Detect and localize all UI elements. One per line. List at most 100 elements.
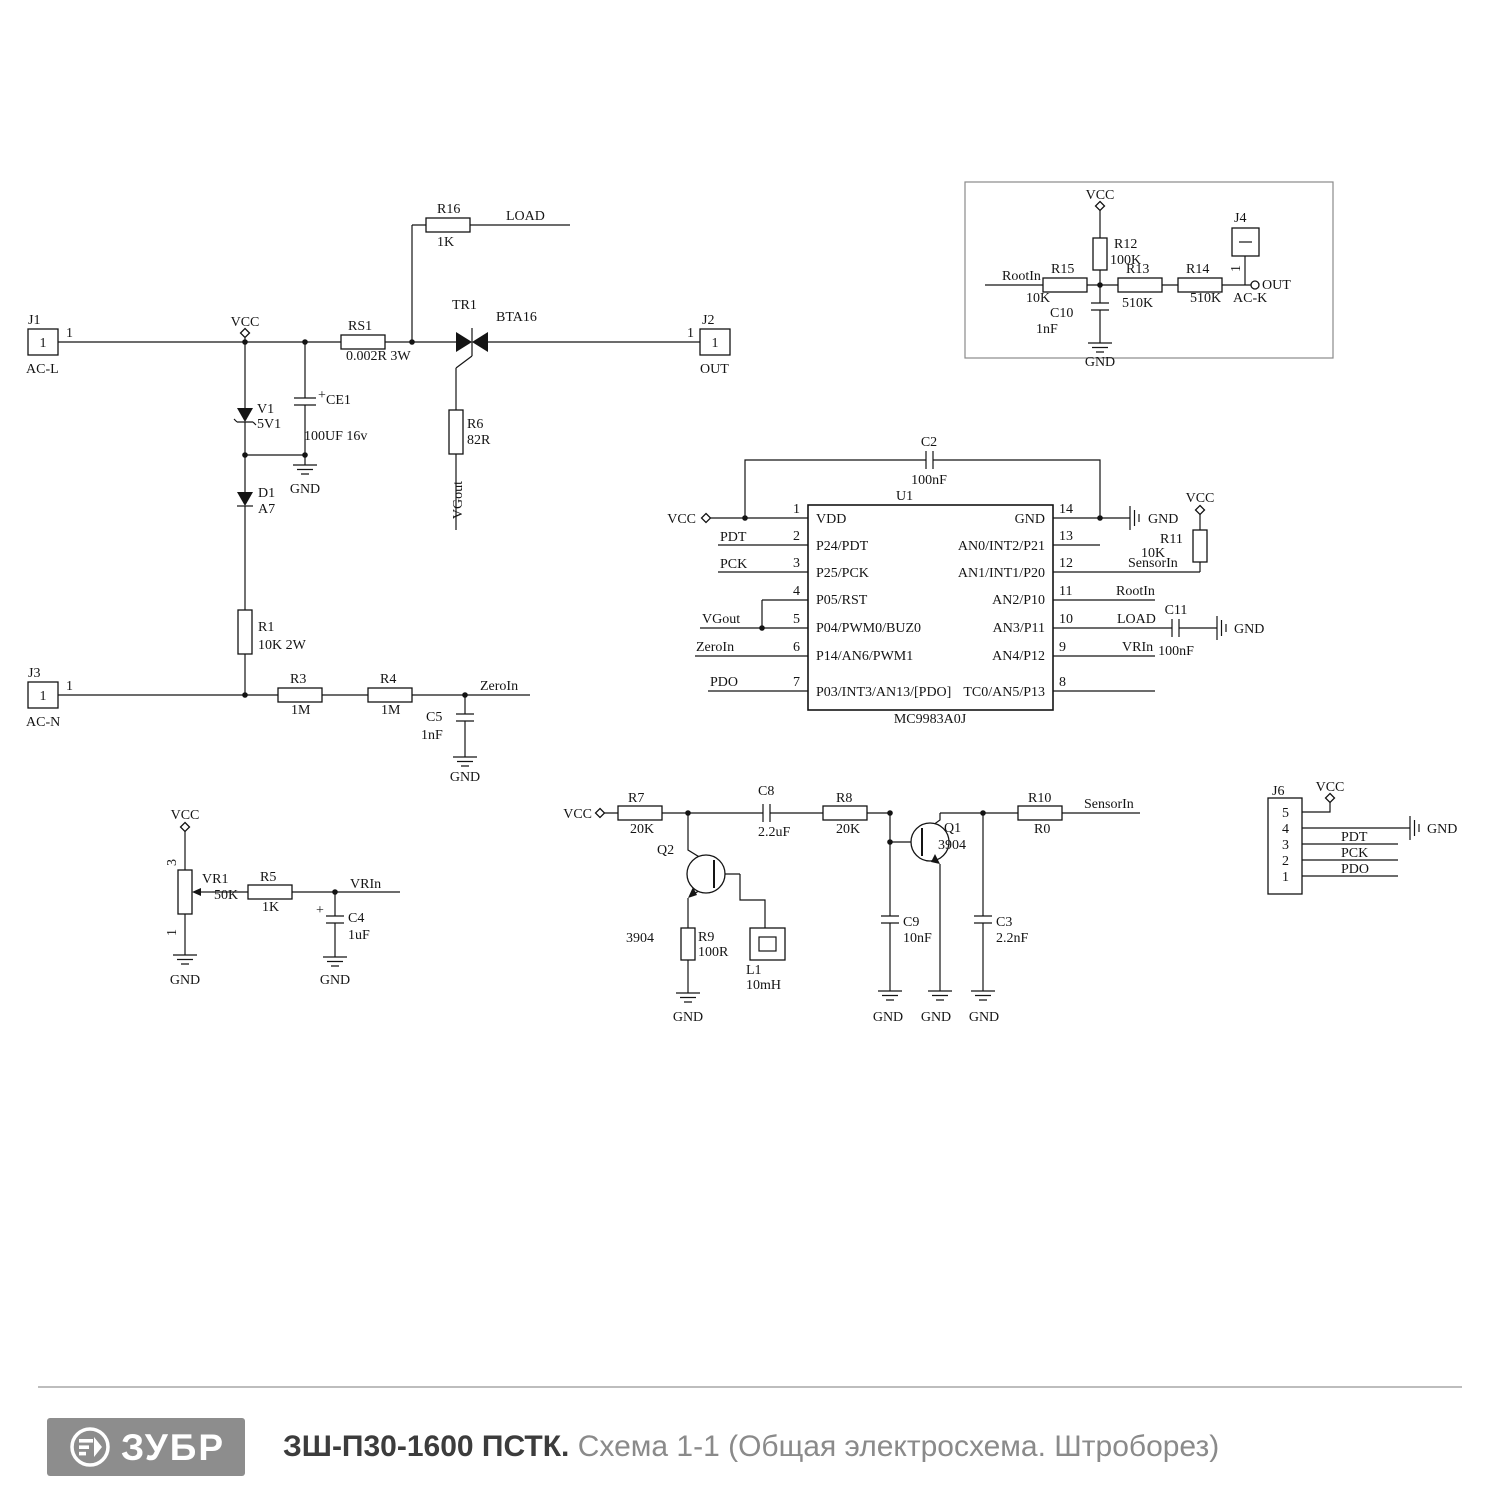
- gnd-symbol: [452, 751, 478, 767]
- section-frame: [964, 181, 1334, 359]
- net-label-sensorin: SensorIn: [1084, 797, 1134, 812]
- zener-v1: V1 5V1: [233, 402, 281, 432]
- u1-num-right-6: 8: [1059, 675, 1066, 690]
- u1-num-left-4: 5: [793, 612, 800, 627]
- capacitor-c3: C3 2.2nF: [974, 915, 1029, 946]
- resistor-r4: R4 1M: [367, 672, 413, 718]
- gnd-label: GND: [1427, 822, 1457, 837]
- gnd-symbol: [1404, 815, 1420, 841]
- junction-dot: [302, 339, 308, 345]
- c5-val: 1nF: [421, 728, 443, 743]
- d1-val: A7: [258, 502, 275, 517]
- capacitor-c11: C11 100nF: [1158, 603, 1194, 659]
- vr1-ref: VR1: [202, 872, 228, 887]
- l1-val: 10mH: [746, 978, 781, 993]
- tr1-val: BTA16: [496, 310, 537, 325]
- resistor-r9: R9 100R: [680, 927, 729, 961]
- gnd-label: GND: [673, 1010, 703, 1025]
- r15-val: 10K: [1026, 291, 1050, 306]
- net-label-vrin: VRIn: [1122, 640, 1153, 655]
- ce1-val: 100UF 16v: [304, 429, 367, 444]
- resistor-r3: R3 1M: [277, 672, 323, 718]
- u1-num-right-4: 10: [1059, 612, 1073, 627]
- j2-inner-pin: 1: [712, 336, 719, 351]
- j6-section: J6 5 4 3 2 1 VCC GND PDT PCK PDO: [1267, 780, 1457, 895]
- j1-inner-pin: 1: [40, 336, 47, 351]
- net-label-rootin: RootIn: [1002, 269, 1041, 284]
- junction-dot: [1097, 515, 1103, 521]
- junction-dot: [332, 889, 338, 895]
- junction-dot: [242, 692, 248, 698]
- net-label-pck: PCK: [1341, 846, 1368, 861]
- c3-ref: C3: [996, 915, 1012, 930]
- j6-ref: J6: [1272, 784, 1284, 799]
- q1-val: 3904: [938, 838, 966, 853]
- v1-val: 5V1: [257, 417, 281, 432]
- diode-d1: D1 A7: [237, 486, 275, 517]
- gnd-symbol: [1211, 615, 1227, 641]
- junction-dot: [887, 839, 893, 845]
- wires-vr: [184, 831, 400, 952]
- u1-pin-right-1: AN0/INT2/P21: [958, 539, 1045, 554]
- u1-num-left-1: 2: [793, 529, 800, 544]
- u1-num-right-0: 14: [1059, 502, 1073, 517]
- junction-dot: [980, 810, 986, 816]
- j6-pin-3: 3: [1282, 838, 1289, 853]
- u1-pin-right-0: GND: [1015, 512, 1045, 527]
- r9-ref: R9: [698, 930, 714, 945]
- net-label-ack: AC-K: [1233, 291, 1267, 306]
- resistor-r7: R7 20K: [617, 791, 663, 837]
- j2-ref: J2: [702, 313, 714, 328]
- gnd-symbol: [877, 985, 903, 1001]
- r5-ref: R5: [260, 870, 276, 885]
- transistor-q2: Q2 3904: [626, 843, 726, 946]
- r11-val: 10K: [1141, 546, 1165, 561]
- footer-divider: [38, 1386, 1462, 1388]
- connector-j3: 1 J3 AC-N 1: [26, 666, 73, 730]
- net-label-vgout-vertical: VGout: [451, 481, 466, 519]
- gnd-symbol: [1124, 505, 1140, 531]
- r8-ref: R8: [836, 791, 852, 806]
- u1-num-right-5: 9: [1059, 640, 1066, 655]
- drawing-title: ЗШ-П30-1600 ПСТК. Схема 1-1 (Общая элект…: [283, 1430, 1219, 1464]
- j3-ref: J3: [28, 666, 40, 681]
- junction-dot: [1097, 282, 1103, 288]
- u1-pin-left-0: VDD: [816, 512, 846, 527]
- wires-power: [58, 224, 700, 752]
- gnd-label: GND: [921, 1010, 951, 1025]
- r10-val: R0: [1034, 822, 1050, 837]
- net-label-zeroin: ZeroIn: [480, 679, 518, 694]
- net-label-load: LOAD: [506, 209, 545, 224]
- r9-val: 100R: [698, 945, 729, 960]
- net-label-zeroin: ZeroIn: [696, 640, 734, 655]
- c8-ref: C8: [758, 784, 774, 799]
- resistor-r1: R1 10K 2W: [237, 609, 307, 655]
- vcc-label: VCC: [231, 315, 260, 330]
- capacitor-c5: C5 1nF: [421, 710, 474, 743]
- connector-j1: 1 J1 AC-L 1: [26, 313, 73, 377]
- rs1-val: 0.002R 3W: [346, 349, 411, 364]
- c10-ref: C10: [1050, 306, 1073, 321]
- j4-pin-number: 1: [1229, 265, 1244, 272]
- gnd-symbol: [322, 951, 348, 967]
- vr1-pin-bot: 1: [165, 929, 180, 936]
- u1-ref: U1: [896, 489, 913, 504]
- connector-j4: J4 1: [1229, 211, 1260, 272]
- r6-ref: R6: [467, 417, 483, 432]
- sensor-section: VCC R7 20K C8 2.2uF R8 20K Q2 3904 R9 10…: [563, 784, 1140, 1025]
- r4-val: 1M: [381, 703, 401, 718]
- u1-pin-right-2: AN1/INT1/P20: [958, 566, 1045, 581]
- u1-num-left-2: 3: [793, 556, 800, 571]
- u1-num-left-0: 1: [793, 502, 800, 517]
- resistor-r6: R6 82R: [448, 409, 491, 455]
- net-label-out: OUT: [1262, 278, 1291, 293]
- capacitor-c4: + C4 1uF: [316, 903, 370, 943]
- j1-pin-number: 1: [66, 326, 73, 341]
- gnd-symbol: [292, 459, 318, 475]
- drawing-title-subtitle: Схема 1-1 (Общая электросхема. Штроборез…: [577, 1430, 1220, 1463]
- vcc-label: VCC: [1086, 188, 1115, 203]
- j2-net: OUT: [700, 362, 729, 377]
- ce1-plus: +: [318, 388, 326, 403]
- u1-part: MC9983A0J: [894, 712, 967, 727]
- u1-pin-left-1: P24/PDT: [816, 539, 869, 554]
